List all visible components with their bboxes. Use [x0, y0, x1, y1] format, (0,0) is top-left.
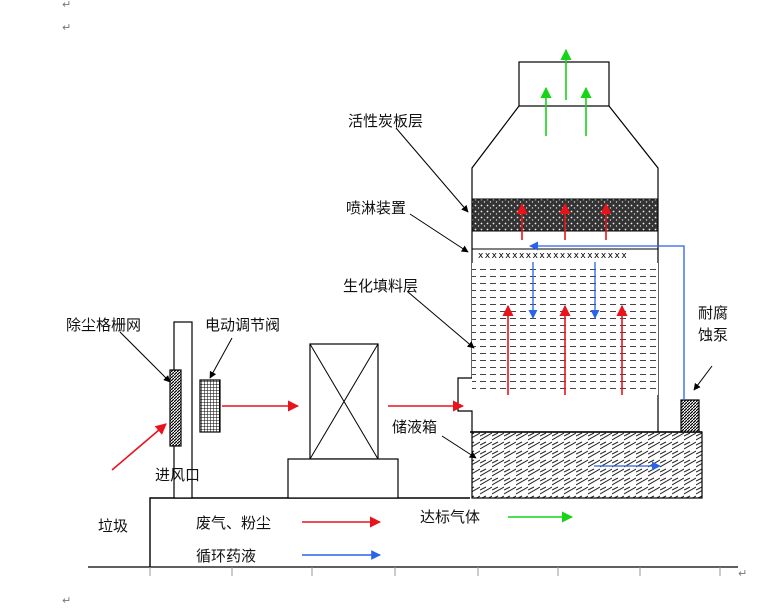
spray-device: xxxxxxxxxxxxxxxxxxxxxx	[472, 248, 658, 261]
label-bio-packing: 生化填料层	[343, 277, 418, 295]
label-pump-line2: 蚀泵	[698, 326, 728, 344]
legend-waste-gas-label: 废气、粉尘	[196, 514, 271, 532]
legend-clean-gas-label: 达标气体	[420, 508, 480, 526]
waste-gas-arrow	[111, 423, 167, 471]
label-spray-device: 喷淋装置	[346, 199, 406, 217]
leader-line	[407, 291, 475, 349]
scrubber-tower	[457, 61, 659, 432]
leader-line	[693, 365, 713, 391]
legend-circulating-label: 循环药液	[196, 547, 256, 565]
legend: 废气、粉尘 循环药液 达标气体	[196, 508, 574, 565]
storage-tank	[471, 431, 703, 499]
leader-line	[209, 337, 233, 379]
label-dust-grille: 除尘格栅网	[66, 316, 141, 334]
leader-line	[119, 331, 171, 383]
fan-box	[309, 343, 379, 460]
ground-line	[88, 566, 738, 576]
label-electric-valve: 电动调节阀	[205, 316, 280, 334]
corrosion-resistant-pump	[680, 399, 700, 433]
leader-line	[409, 213, 469, 253]
label-storage-tank: 储液箱	[392, 418, 437, 436]
circulating-pipe	[529, 241, 685, 400]
paragraph-mark: ↵	[62, 0, 71, 11]
label-carbon-layer: 活性炭板层	[348, 112, 423, 130]
leader-line	[395, 127, 469, 213]
electric-valve	[199, 379, 221, 433]
dust-grille	[169, 369, 182, 447]
paragraph-mark: ↵	[738, 567, 747, 580]
fan-base	[287, 458, 399, 499]
paragraph-mark: ↵	[62, 594, 71, 607]
label-garbage: 垃圾	[98, 517, 128, 535]
label-pump-line1: 耐腐	[698, 304, 728, 322]
label-inlet: 进风口	[155, 466, 200, 484]
paragraph-mark: ↵	[62, 21, 71, 34]
leader-line	[441, 435, 477, 459]
svg-text:xxxxxxxxxxxxxxxxxxxxxx: xxxxxxxxxxxxxxxxxxxxxx	[478, 251, 628, 261]
